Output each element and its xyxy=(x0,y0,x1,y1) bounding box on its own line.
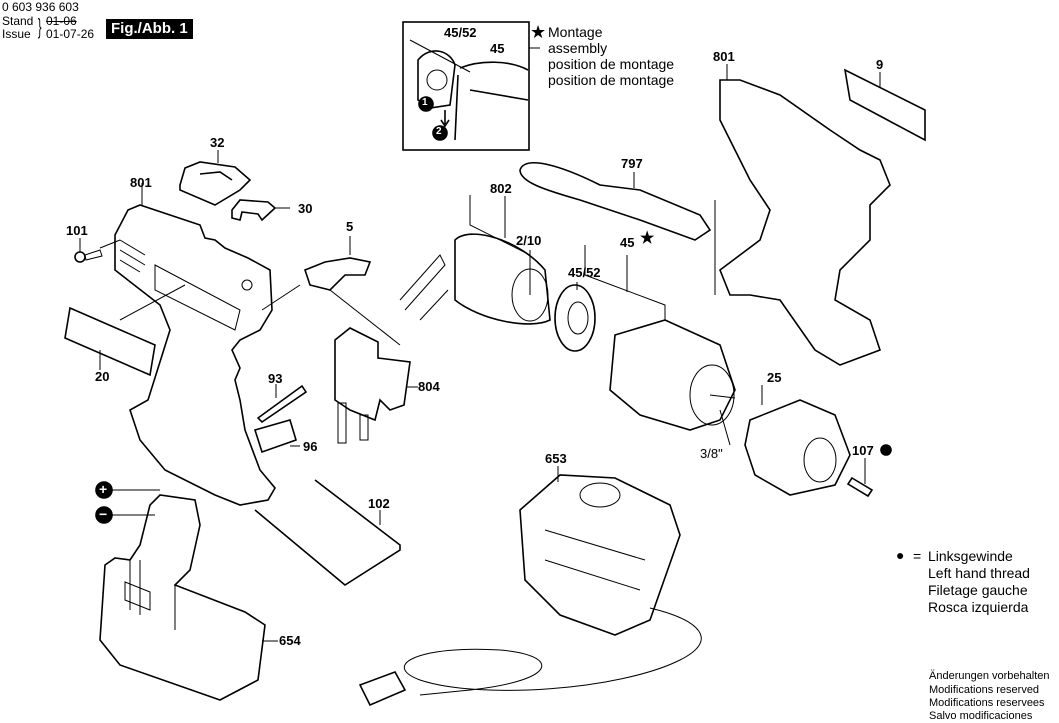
part-20-label xyxy=(64,306,156,377)
assembly-note-line-1: Montage xyxy=(548,24,603,40)
part-label-5: 5 xyxy=(346,219,354,234)
part-802-motor xyxy=(454,233,551,325)
part-label-2-10: 2/10 xyxy=(516,233,542,248)
asterisk-icon-45: ★ xyxy=(640,230,655,247)
part-45-gearbox xyxy=(609,319,736,431)
step-2-badge: 2 xyxy=(436,126,442,137)
issue-value: 01-07-26 xyxy=(46,27,95,41)
part-653-charger xyxy=(519,474,681,636)
part-30-clip xyxy=(231,199,277,222)
part-801-housing-left xyxy=(114,204,276,506)
issue-label: Issue xyxy=(2,27,31,41)
footer-line-4: Salvo modificaciones xyxy=(929,710,1033,722)
stand-label: Stand xyxy=(2,14,34,28)
figure-label: Fig./Abb. 1 xyxy=(106,19,193,39)
part-25-chuck xyxy=(744,399,851,496)
inset-plate xyxy=(417,50,456,109)
assembly-note-line-4: position de montage xyxy=(548,72,675,88)
part-label-801-right: 801 xyxy=(713,49,735,64)
plug xyxy=(358,671,407,707)
part-label-96: 96 xyxy=(303,439,318,454)
part-label-45-52: 45/52 xyxy=(568,265,601,280)
part-label-30: 30 xyxy=(298,201,313,216)
inset-label-45-52: 45/52 xyxy=(444,25,477,40)
part-label-32: 32 xyxy=(210,135,225,150)
part-801-housing-right xyxy=(719,79,891,366)
part-label-9: 9 xyxy=(876,57,884,72)
part-9-label xyxy=(843,68,926,142)
asterisk-icon: ★ xyxy=(530,22,547,42)
part-label-653: 653 xyxy=(545,451,567,466)
part-label-25: 25 xyxy=(767,370,782,385)
inset-label-45: 45 xyxy=(490,41,505,56)
part-label-20: 20 xyxy=(95,369,110,384)
bracket-45 xyxy=(584,245,666,320)
part-label-804: 804 xyxy=(418,379,440,394)
step-1-badge: 1 xyxy=(422,97,428,108)
assembly-note-line-3: position de montage xyxy=(548,56,675,72)
part-5-switch-button xyxy=(304,257,372,291)
footer-line-1: Änderungen vorbehalten xyxy=(929,670,1050,682)
part-label-107: 107 xyxy=(852,443,874,458)
minus-terminal-icon: − xyxy=(99,506,108,522)
footer-line-3: Modifications reservees xyxy=(929,697,1045,709)
part-107-screw xyxy=(846,476,874,498)
legend-equals: = xyxy=(913,548,922,564)
legend-line-2: Left hand thread xyxy=(928,565,1030,581)
charger-cord xyxy=(404,607,702,696)
stand-value-struck: 01-06 xyxy=(46,14,77,28)
part-label-93: 93 xyxy=(268,371,283,386)
brace-icon: } xyxy=(37,14,42,39)
part-32-cover xyxy=(179,161,252,206)
document-number: 0 603 936 603 xyxy=(2,0,79,14)
part-654-battery xyxy=(99,494,266,701)
plus-terminal-icon: + xyxy=(99,481,108,497)
part-label-3-8: 3/8" xyxy=(700,446,723,461)
part-label-801-left: 801 xyxy=(130,175,152,190)
assembly-inset-frame xyxy=(402,21,530,151)
part-label-797: 797 xyxy=(621,156,643,171)
inset-gear-housing xyxy=(454,61,529,141)
part-label-101: 101 xyxy=(66,223,88,238)
legend-line-1: Linksgewinde xyxy=(928,548,1013,564)
part-label-102: 102 xyxy=(368,496,390,511)
part-797-strap xyxy=(519,162,712,241)
legend-line-4: Rosca izquierda xyxy=(928,599,1029,615)
assembly-note-line-2: assembly xyxy=(548,40,608,56)
part-label-802: 802 xyxy=(490,181,512,196)
part-93-bit xyxy=(256,384,308,424)
legend-line-3: Filetage gauche xyxy=(928,582,1028,598)
part-label-45: 45 xyxy=(620,235,635,250)
part-label-654: 654 xyxy=(279,633,301,648)
part-804-switch xyxy=(334,327,411,422)
part-96-holder xyxy=(253,419,297,454)
footer-line-2: Modifications reserved xyxy=(929,684,1040,696)
part-102-wire xyxy=(254,479,401,586)
legend-dot-icon: ● xyxy=(896,547,905,563)
